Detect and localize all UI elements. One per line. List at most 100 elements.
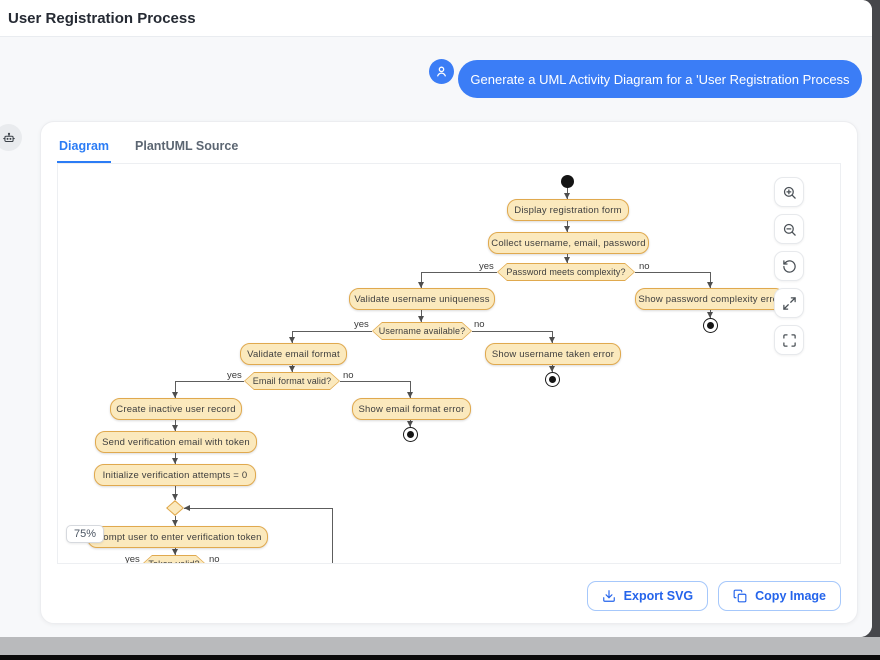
arrowhead (563, 257, 570, 263)
arrowhead (288, 366, 295, 372)
zoom-controls (774, 177, 804, 355)
decision-node: Username available? (372, 322, 472, 340)
edge-label: yes (227, 370, 242, 381)
edge-segment (709, 272, 711, 288)
arrowhead (171, 494, 178, 500)
edge-label: no (639, 261, 650, 272)
edge-label: no (343, 370, 354, 381)
edge-segment (420, 308, 422, 322)
activity-node: Collect username, email, password (488, 232, 649, 254)
decision-node: Token valid? (142, 555, 206, 563)
activity-node: Show username taken error (485, 343, 621, 365)
fit-screen-icon (782, 333, 796, 347)
activity-node: Validate email format (240, 343, 347, 365)
edge-label: yes (354, 319, 369, 330)
activity-node: Send verification email with token (95, 431, 257, 453)
edge-segment (331, 508, 333, 563)
edge-label: yes (125, 554, 140, 564)
reset-view-button[interactable] (774, 251, 804, 281)
card-footer: Export SVG Copy Image (41, 564, 857, 611)
final-node (402, 427, 418, 442)
activity-node: Create inactive user record (110, 398, 242, 420)
copy-image-button[interactable]: Copy Image (718, 581, 841, 611)
arrowhead (171, 520, 178, 526)
expand-button[interactable] (774, 288, 804, 318)
activity-node: Show email format error (352, 398, 471, 420)
content-area: Generate a UML Activity Diagram for a 'U… (0, 37, 872, 637)
activity-node: Show password complexity error (635, 288, 785, 310)
arrowhead (563, 193, 570, 199)
user-avatar (429, 59, 454, 84)
activity-node: Display registration form (507, 199, 629, 221)
activity-node: Prompt user to enter verification token (87, 526, 268, 548)
start-node (560, 174, 574, 188)
decision-node: Password meets complexity? (497, 263, 635, 281)
arrowhead (548, 337, 555, 343)
zoom-in-icon (783, 186, 796, 199)
edge-segment (292, 330, 372, 332)
zoom-out-icon (783, 223, 796, 236)
arrowhead (417, 282, 424, 288)
activity-node: Initialize verification attempts = 0 (94, 464, 256, 486)
arrowhead (417, 316, 424, 322)
arrowhead (171, 425, 178, 431)
edge-segment (635, 271, 710, 273)
arrowhead (706, 312, 713, 318)
edge-segment (420, 272, 422, 288)
window-bottom-edge (0, 655, 880, 660)
edge-segment (174, 451, 176, 464)
arrowhead (184, 504, 190, 511)
edge-label: no (209, 554, 220, 564)
edge-segment (421, 271, 497, 273)
arrowhead (171, 458, 178, 464)
arrowhead (171, 392, 178, 398)
edge-label: yes (479, 261, 494, 272)
edge-segment (175, 380, 244, 382)
edge-label: no (474, 319, 485, 330)
arrowhead (406, 421, 413, 427)
final-node (544, 372, 560, 387)
copy-icon (733, 589, 747, 603)
tab-bar: Diagram PlantUML Source (57, 136, 841, 163)
edge-segment (184, 507, 332, 509)
edge-segment (340, 380, 410, 382)
download-icon (602, 590, 615, 602)
edge-segment (566, 219, 568, 232)
copy-image-label: Copy Image (755, 589, 826, 603)
app-window: User Registration Process Generate a UML… (0, 0, 872, 637)
reset-view-icon (782, 259, 796, 273)
edge-segment (409, 381, 411, 398)
export-svg-label: Export SVG (623, 589, 694, 603)
final-node (702, 318, 718, 333)
merge-node (166, 500, 184, 516)
edge-segment (174, 418, 176, 431)
activity-node: Validate username uniqueness (349, 288, 495, 310)
decision-node: Email format valid? (244, 372, 340, 390)
arrowhead (548, 366, 555, 372)
edge-segment (174, 484, 176, 500)
arrowhead (706, 282, 713, 288)
arrowhead (288, 337, 295, 343)
page-title: User Registration Process (8, 9, 196, 27)
arrowhead (171, 549, 178, 555)
edge-segment (472, 330, 552, 332)
fit-screen-button[interactable] (774, 325, 804, 355)
tab-diagram[interactable]: Diagram (57, 136, 112, 163)
arrowhead (406, 392, 413, 398)
tab-plantuml-source[interactable]: PlantUML Source (135, 139, 239, 153)
zoom-level-badge: 75% (66, 525, 105, 543)
diagram-card: Diagram PlantUML Source (40, 121, 858, 624)
user-icon (437, 66, 446, 77)
app-header: User Registration Process (0, 0, 872, 37)
assistant-badge (0, 124, 22, 151)
arrowhead (563, 226, 570, 232)
export-svg-button[interactable]: Export SVG (586, 581, 709, 611)
expand-icon (782, 296, 796, 310)
window-bottom-bar (0, 637, 880, 655)
chat-message-bubble: Generate a UML Activity Diagram for a 'U… (458, 60, 862, 98)
zoom-in-button[interactable] (774, 177, 804, 207)
zoom-out-button[interactable] (774, 214, 804, 244)
edge-segment (174, 381, 176, 398)
robot-icon (2, 132, 15, 142)
